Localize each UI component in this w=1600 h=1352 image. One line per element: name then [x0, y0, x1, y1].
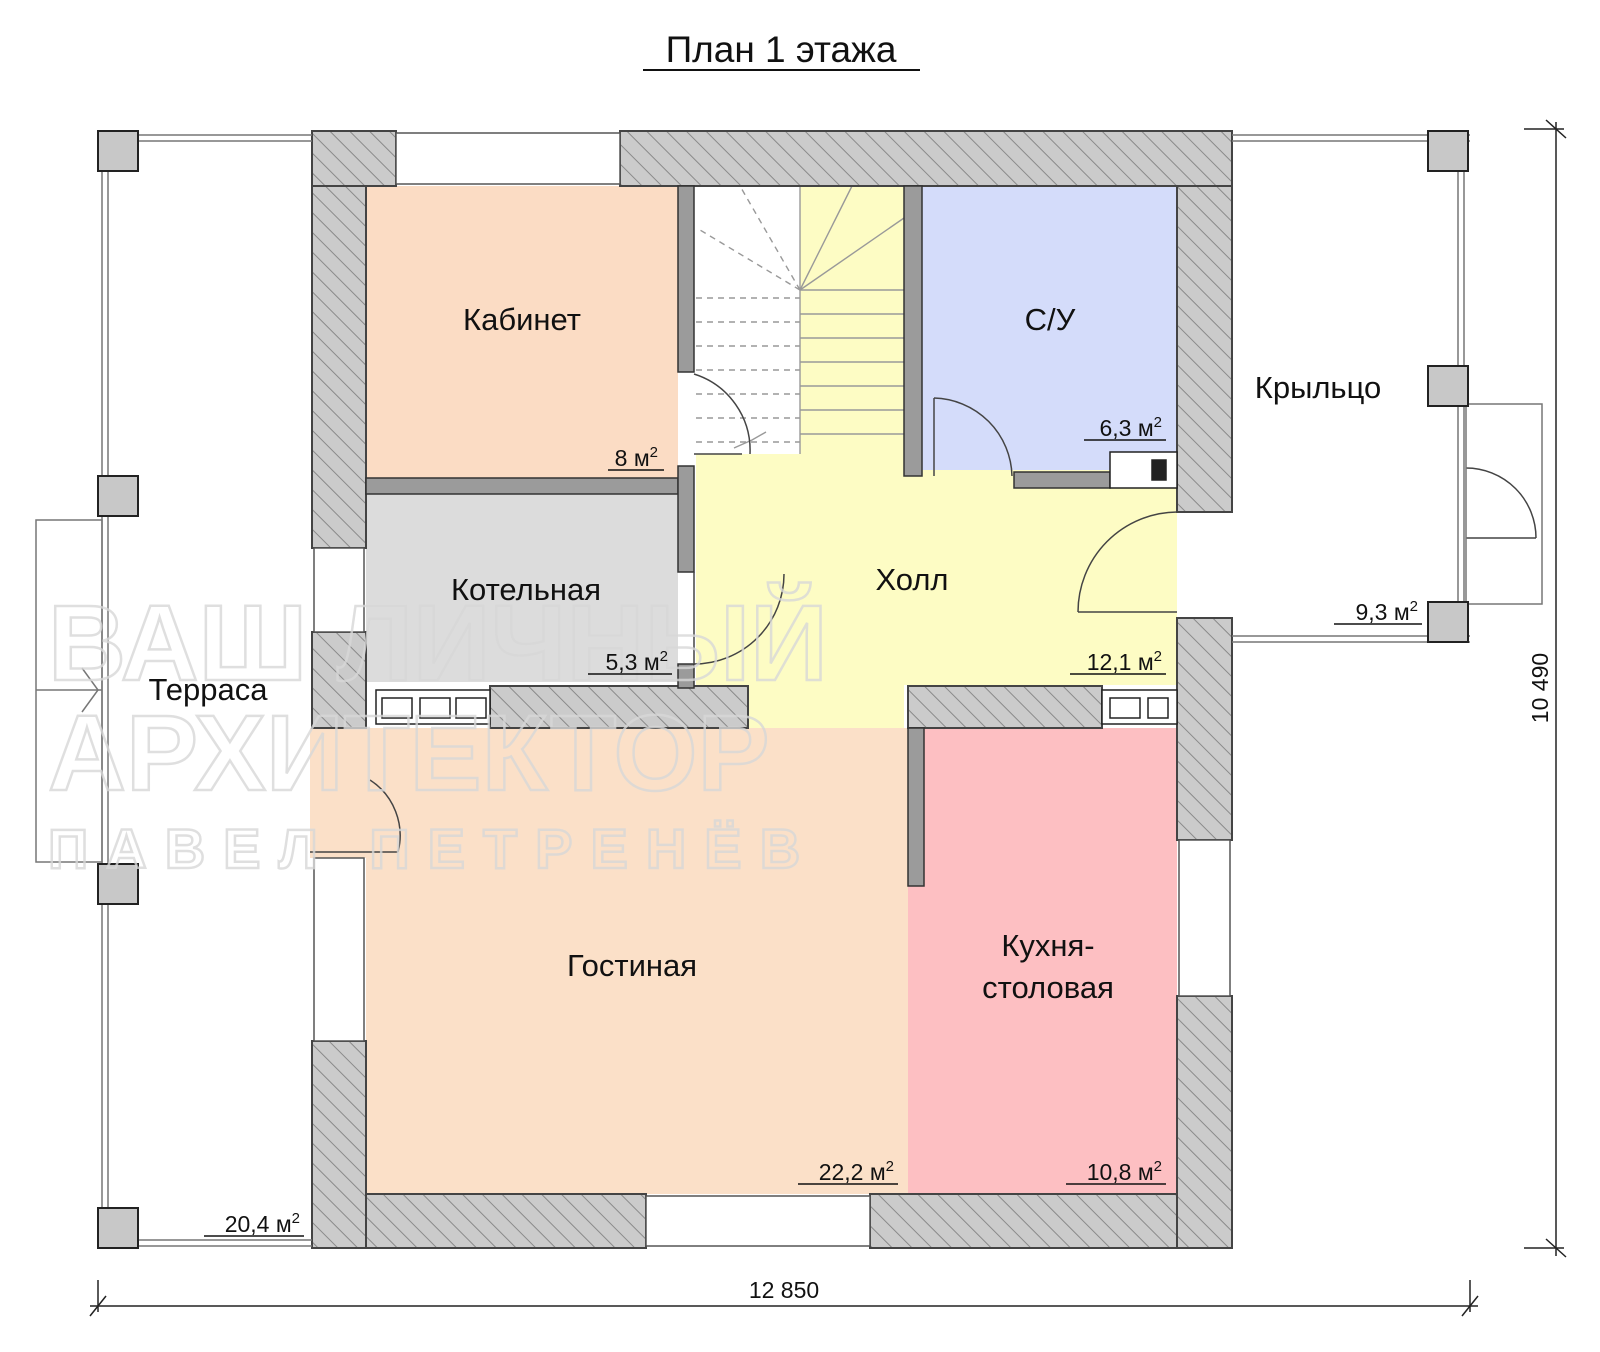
doors: [310, 373, 1537, 853]
room-fill-gostinaya-entry: [310, 728, 370, 858]
watermark-line1: ВАШ ЛИЧНЫЙ: [48, 582, 828, 703]
room-fill-holl: [696, 470, 1177, 685]
windows: [313, 132, 1231, 1247]
dimension-height: 10 490: [1527, 653, 1553, 723]
room-label-terrasa: Терраса: [149, 672, 269, 707]
exterior-walls: [311, 130, 1233, 1249]
room-label-kotelnaya: Котельная: [451, 572, 601, 607]
dimension-lines: [89, 119, 1567, 1317]
room-fill-gostinaya: [366, 728, 908, 1194]
room-fill-kabinet: [366, 186, 678, 478]
room-label-su: С/У: [1025, 302, 1076, 337]
posts: [97, 130, 1469, 1249]
room-fill-kuhnya: [908, 728, 1177, 1194]
room-area-gostinaya: 22,2 м2: [819, 1158, 894, 1185]
room-label-gostinaya: Гостиная: [567, 948, 697, 983]
room-area-holl: 12,1 м2: [1087, 648, 1162, 675]
room-label-kuhnya-line1: Кухня-: [1001, 928, 1094, 963]
room-area-krylco: 9,3 м2: [1355, 598, 1418, 625]
room-area-kotelnaya: 5,3 м2: [605, 648, 668, 675]
staircase: [696, 185, 905, 454]
room-area-kabinet: 8 м2: [615, 444, 658, 471]
room-label-holl: Холл: [875, 562, 948, 597]
watermark-line3: ПАВЕЛ ПЕТРЕНЁВ: [48, 817, 818, 880]
watermark-line2: АРХИТЕКТОР: [48, 692, 770, 813]
room-label-kuhnya-line2: столовая: [982, 970, 1114, 1005]
room-area-terrasa: 20,4 м2: [225, 1210, 300, 1237]
stair-white-part: [696, 186, 800, 454]
room-area-kuhnya: 10,8 м2: [1087, 1158, 1162, 1185]
interior-walls: [365, 185, 1111, 887]
room-area-su: 6,3 м2: [1099, 414, 1162, 441]
room-label-kabinet: Кабинет: [463, 302, 581, 337]
ventilation-blocks: [375, 451, 1178, 725]
dimension-width: 12 850: [749, 1277, 819, 1303]
plan-title: План 1 этажа: [666, 29, 897, 70]
room-label-krylco: Крыльцо: [1255, 370, 1381, 405]
room-fill-kotelnaya: [366, 494, 678, 682]
room-fill-su: [922, 186, 1177, 470]
area-underlines: [204, 439, 1422, 1237]
